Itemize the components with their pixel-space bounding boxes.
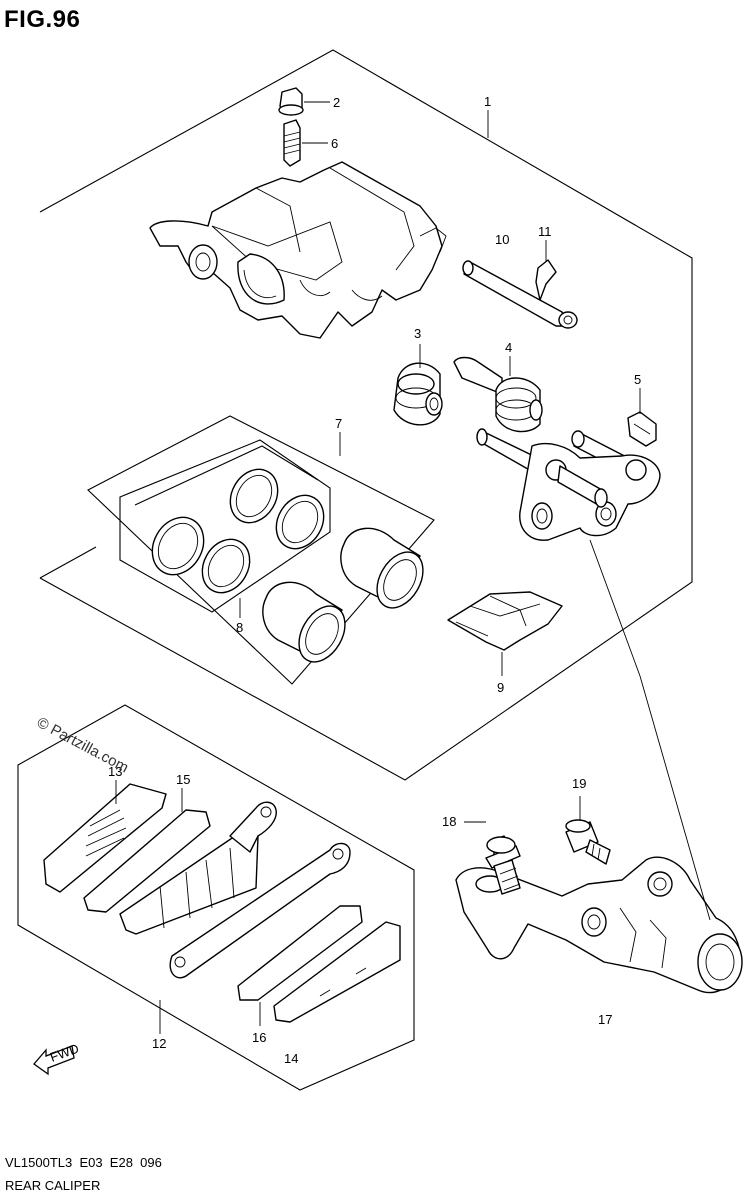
- callout-18: 18: [442, 814, 456, 829]
- callout-3: 3: [414, 326, 421, 341]
- boot-part-4: [453, 356, 543, 433]
- seal-kit-outline: [87, 415, 435, 685]
- pad-set-outline: [17, 704, 415, 1091]
- callout-5: 5: [634, 372, 641, 387]
- callout-13: 13: [108, 764, 122, 779]
- fwd-arrow-icon: FWD: [33, 1041, 81, 1076]
- callout-numbers: 2 6 1 10 11 3 4 5 7 8 9 13 15 19 18 17 1…: [108, 94, 641, 1066]
- callout-15: 15: [176, 772, 190, 787]
- callout-7: 7: [335, 416, 342, 431]
- caliper-assembly-outline: [39, 49, 693, 781]
- caliper-body: [149, 161, 447, 339]
- brake-pad-13: [43, 783, 167, 893]
- callout-4: 4: [505, 340, 512, 355]
- callout-2: 2: [333, 95, 340, 110]
- boot-part-3: [393, 362, 443, 426]
- callout-14: 14: [284, 1051, 298, 1066]
- callout-1: 1: [484, 94, 491, 109]
- bleeder-screw: [283, 119, 301, 167]
- callout-19: 19: [572, 776, 586, 791]
- callout-11: 11: [538, 224, 552, 239]
- caliper-support-bracket: [455, 856, 743, 994]
- bleeder-cap: [278, 87, 304, 116]
- bolt-18: [485, 835, 521, 895]
- callout-16: 16: [252, 1030, 266, 1045]
- figure-caption: REAR CALIPER: [5, 1178, 101, 1193]
- callout-6: 6: [331, 136, 338, 151]
- callout-10: 10: [495, 232, 509, 247]
- figure-title: FIG.96: [4, 6, 81, 33]
- model-code-line: VL1500TL3 E03 E28 096: [5, 1155, 162, 1170]
- callout-8: 8: [236, 620, 243, 635]
- caliper-pin: [462, 260, 578, 329]
- callout-9: 9: [497, 680, 504, 695]
- pin-clip: [535, 259, 557, 301]
- brake-pad-shim-plate: [169, 801, 351, 979]
- pad-retainer: [447, 591, 563, 651]
- caliper-bracket: [476, 428, 661, 541]
- brake-pad-16: [237, 905, 401, 1023]
- piston-seals: [151, 468, 325, 594]
- bolt-19: [565, 819, 611, 865]
- callout-17: 17: [598, 1012, 612, 1027]
- leader-lines: [115, 101, 711, 1034]
- pistons: [262, 527, 424, 663]
- callout-12: 12: [152, 1036, 166, 1051]
- pad-spring: [627, 411, 657, 447]
